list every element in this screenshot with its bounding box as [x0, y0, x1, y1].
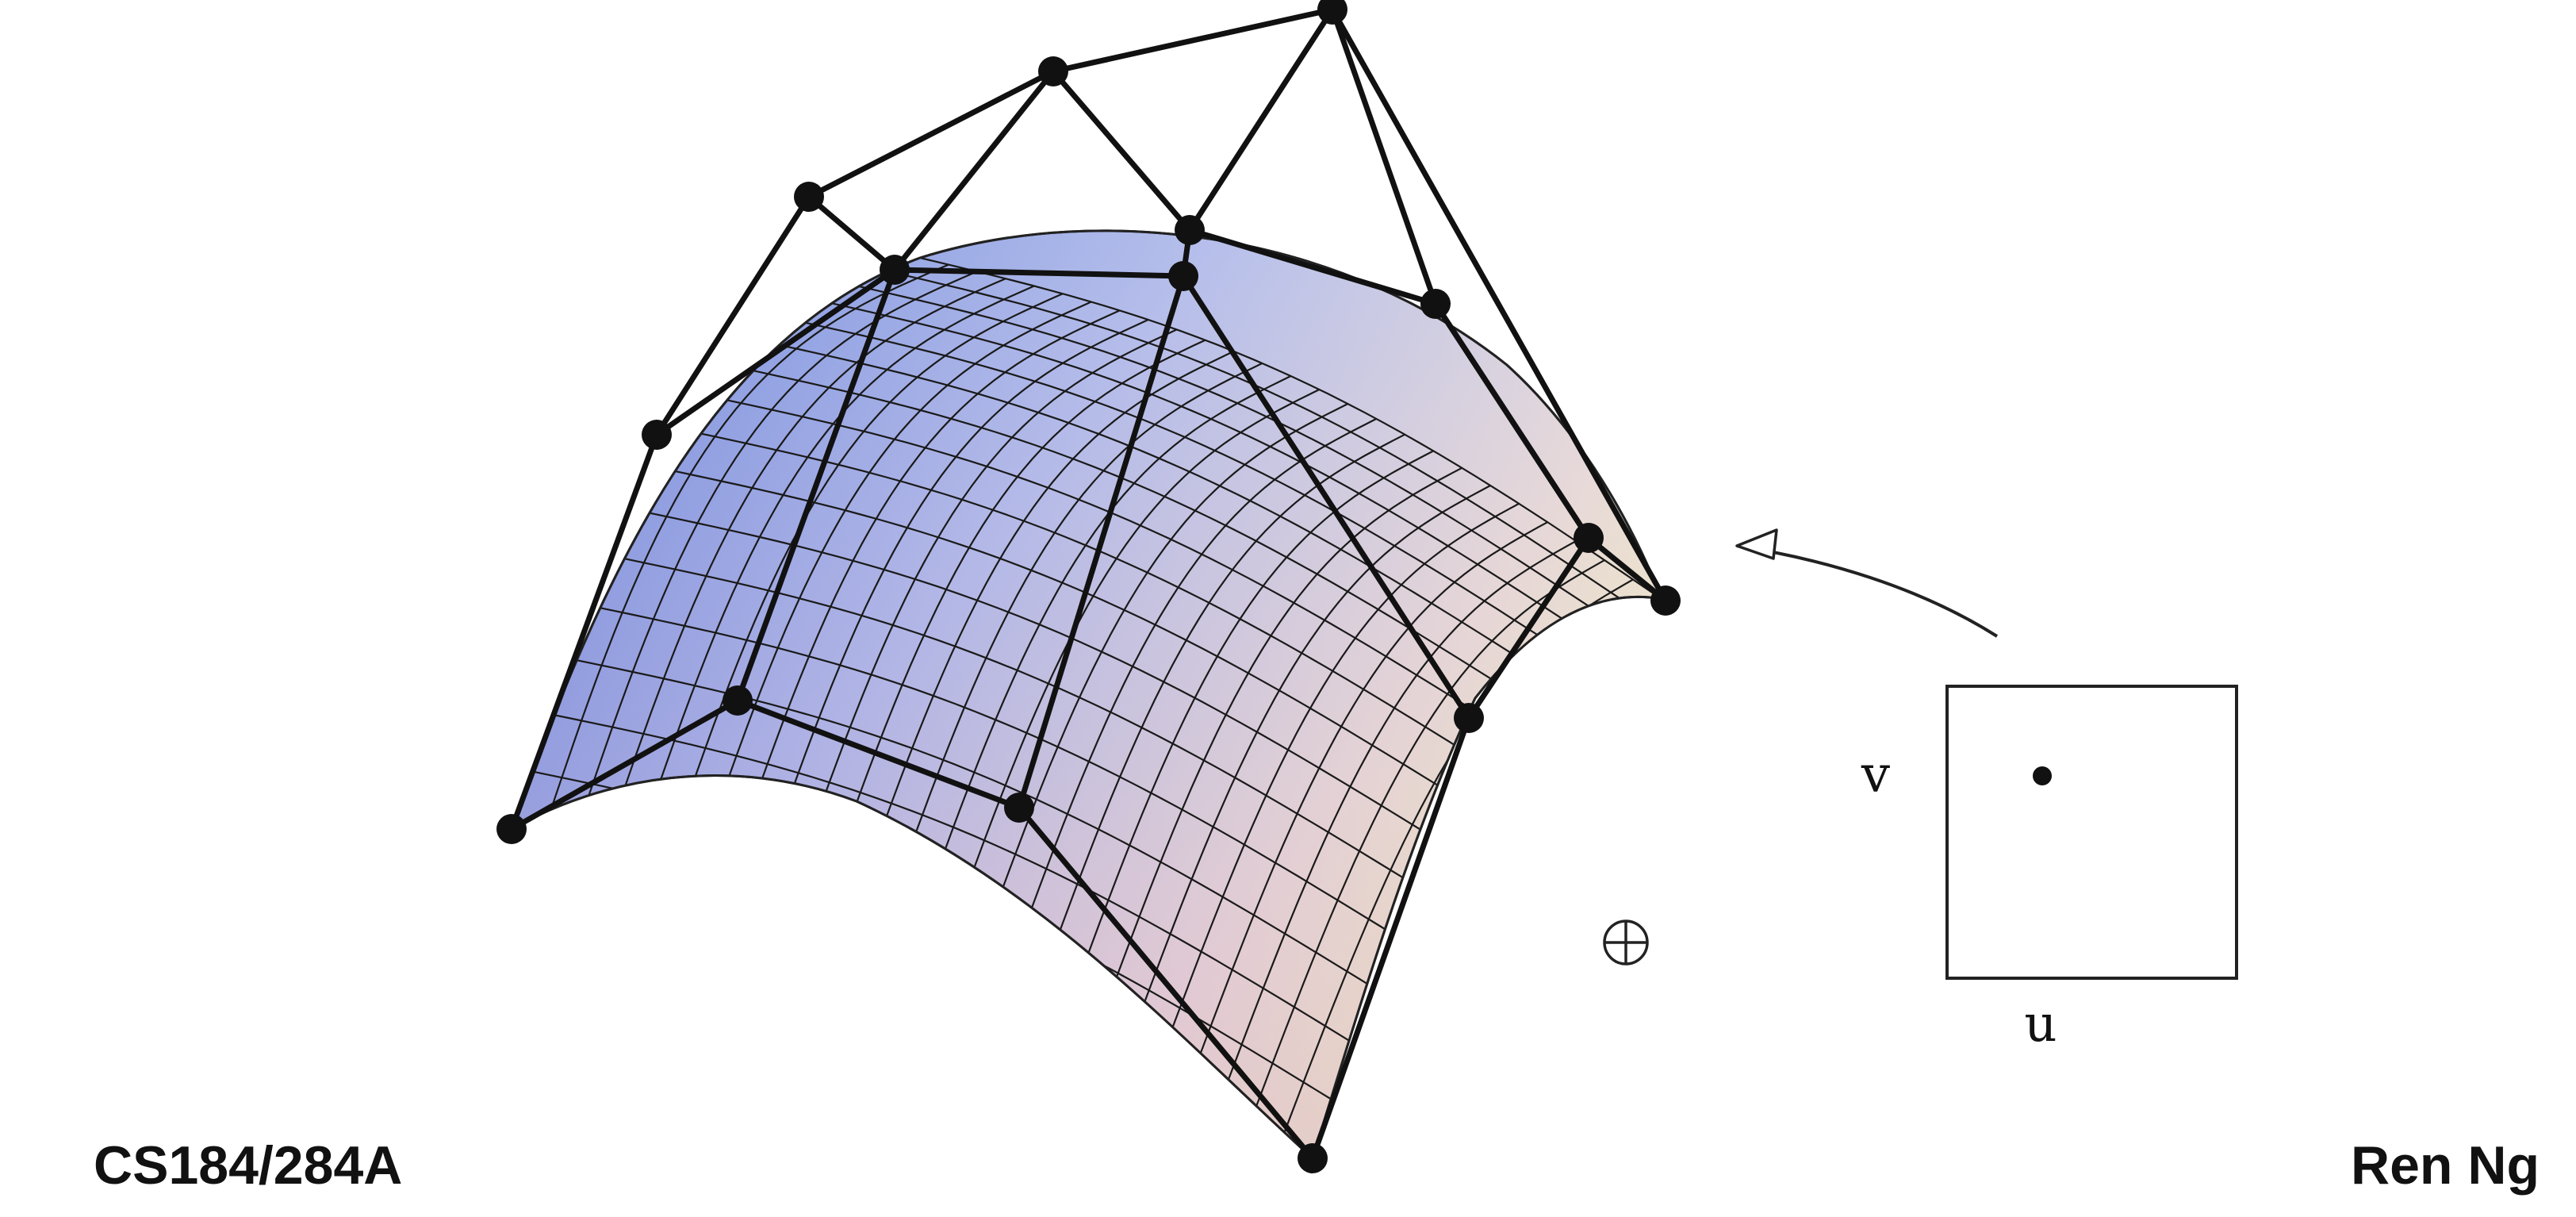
grid-line: [684, 428, 1488, 766]
control-point: [723, 685, 753, 716]
control-point: [1420, 289, 1451, 319]
control-point: [1574, 523, 1604, 553]
grid-line: [570, 658, 1379, 992]
control-point: [496, 814, 527, 844]
control-point: [880, 255, 910, 285]
parameter-domain-square: [1945, 685, 2238, 980]
arrow-left-icon: [1735, 528, 1999, 638]
control-point: [642, 420, 672, 450]
control-point: [1317, 0, 1347, 25]
author-label: Ren Ng: [2351, 1135, 2540, 1196]
grid-line: [887, 271, 1641, 613]
grid-line: [737, 366, 1531, 705]
u-axis-label: u: [2024, 995, 2057, 1054]
control-point: [1168, 261, 1198, 291]
control-point: [1175, 215, 1205, 245]
grid-line: [550, 713, 1357, 1046]
control-point: [1650, 585, 1681, 616]
grid-line: [658, 466, 1466, 804]
grid-line: [765, 341, 1554, 681]
grid-line: [634, 509, 1444, 845]
course-label: CS184/284A: [94, 1135, 403, 1196]
control-point: [1038, 56, 1068, 86]
grid-line: [795, 319, 1575, 660]
grid-line: [857, 285, 1619, 627]
parameter-domain: v u: [1861, 685, 2238, 1054]
circle-plus-icon: [1603, 919, 1649, 966]
control-point: [1298, 1143, 1328, 1173]
grid-line: [919, 256, 1662, 600]
control-point: [794, 182, 824, 212]
grid-line: [825, 301, 1597, 642]
grid-line: [591, 605, 1401, 939]
control-points: [496, 0, 1681, 1173]
grid-line: [612, 555, 1423, 890]
control-point: [1454, 703, 1484, 733]
v-axis-label: v: [1861, 746, 1890, 804]
surface-patch: [509, 229, 1664, 1161]
parameter-point: [2033, 766, 2052, 785]
control-point: [1004, 793, 1034, 823]
